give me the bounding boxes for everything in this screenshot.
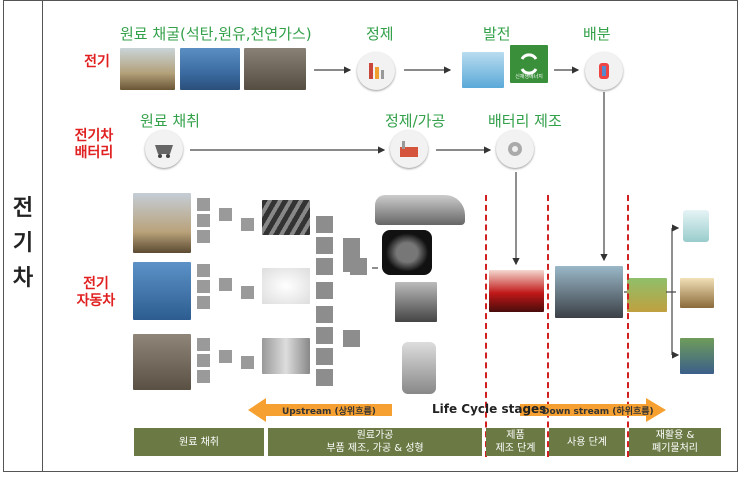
flow-block: [241, 286, 254, 299]
flow-block: [316, 258, 333, 275]
flow-block: [197, 370, 210, 383]
label-refining: 정제: [366, 25, 394, 43]
flow-block: [316, 327, 333, 344]
metal-drums-photo: [262, 338, 310, 374]
stage-divider: [547, 195, 549, 457]
steel-pipes-photo: [262, 200, 310, 235]
plastic-pellets-photo: [262, 268, 310, 304]
left-title-char-1: 전: [12, 196, 34, 221]
stage-recycling: 재활용 & 폐기물처리: [629, 428, 721, 456]
factory-icon: [390, 130, 428, 168]
flow-block: [197, 354, 210, 367]
flow-block: [219, 208, 232, 221]
engine-photo: [395, 282, 437, 322]
flow-block: [316, 369, 333, 386]
flow-block: [219, 350, 232, 363]
row-label-ev-battery: 전기차 배터리: [74, 128, 114, 161]
row-label-ev: 전기 자동차: [76, 276, 116, 309]
flow-block: [350, 258, 367, 275]
flow-block: [241, 218, 254, 231]
offshore-rig-photo-2: [133, 262, 191, 320]
upstream-label: Upstream (상위흐름): [282, 407, 376, 417]
left-title-char-2: 기: [12, 231, 34, 256]
label-raw-mining: 원료 채굴(석탄,원유,천연가스): [120, 25, 312, 43]
refinery-icon: [357, 52, 395, 90]
car-seat-photo: [402, 342, 436, 394]
stage-divider: [627, 195, 629, 457]
oil-pump-photo-2: [133, 193, 191, 253]
flow-block: [241, 356, 254, 369]
power-plant-icon: [462, 52, 504, 88]
flow-block: [197, 280, 210, 293]
car-body-frame-photo: [375, 195, 465, 225]
oil-pump-photo: [120, 48, 175, 90]
flow-block: [197, 338, 210, 351]
battery-gear-icon: [496, 130, 534, 168]
flow-block: [316, 306, 333, 323]
lifecycle-title: Life Cycle stages: [432, 402, 547, 416]
car-driving-photo: [555, 266, 623, 318]
outer-frame: [3, 0, 738, 472]
label-battery-manufacturing: 배터리 제조: [488, 112, 562, 130]
stage-usage: 사용 단계: [549, 428, 625, 456]
flow-block: [316, 237, 333, 254]
red-car-photo: [489, 270, 544, 312]
downstream-label: Down stream (하위흐름): [542, 407, 654, 417]
offshore-rig-photo: [180, 48, 240, 90]
stage-manufacturing: 제품 제조 단계: [486, 428, 545, 456]
flow-block: [197, 264, 210, 277]
label-distribution: 배분: [583, 25, 611, 43]
flow-block: [197, 198, 210, 211]
coal-mine-photo: [244, 48, 306, 90]
flow-block: [316, 348, 333, 365]
stage-divider: [485, 195, 487, 457]
left-title-char-3: 차: [12, 266, 34, 291]
label-refining-processing: 정제/가공: [385, 112, 446, 130]
flow-block: [343, 330, 360, 347]
flow-block: [197, 214, 210, 227]
tires-photo: [382, 230, 432, 275]
factory-disposal-icon: [680, 278, 714, 308]
stage-processing: 원료가공 부품 제조, 가공 & 성형: [268, 428, 482, 456]
flow-block: [316, 282, 333, 299]
label-raw-collection: 원료 채취: [140, 112, 200, 130]
coal-mine-photo-2: [133, 334, 191, 390]
recycling-truck-photo: [627, 278, 667, 312]
row-label-electricity: 전기: [84, 54, 110, 70]
distribution-icon: [585, 52, 623, 90]
recycle-label: 신재생에너지: [515, 74, 543, 80]
waste-pile-icon: [680, 338, 714, 374]
label-generation: 발전: [483, 25, 511, 43]
flow-block: [343, 238, 360, 255]
mine-cart-icon: [145, 130, 183, 168]
renewable-energy-icon: 신재생에너지: [510, 45, 548, 83]
flow-block: [316, 216, 333, 233]
stage-raw-collection: 원료 채취: [134, 428, 264, 456]
flow-block: [219, 278, 232, 291]
recycle-bin-icon: [683, 210, 709, 242]
left-title-column: [3, 0, 43, 472]
flow-block: [197, 296, 210, 309]
flow-block: [197, 230, 210, 243]
